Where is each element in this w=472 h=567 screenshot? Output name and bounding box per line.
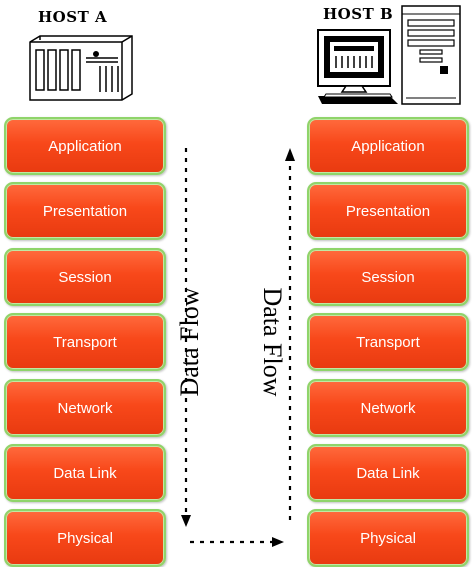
host-b-layer-data-link: Data Link (307, 444, 469, 502)
host-b-title: HOST B (323, 5, 394, 23)
host-b-layer-network: Network (307, 379, 469, 437)
desktop-computer-icon (317, 5, 461, 105)
host-a-layer-session: Session (4, 248, 166, 306)
host-a-layer-data-link: Data Link (4, 444, 166, 502)
host-a-layer-physical: Physical (4, 509, 166, 567)
data-flow-down-label: Data Flow (175, 287, 204, 397)
server-icon (29, 35, 133, 101)
host-a-title: HOST A (38, 8, 108, 26)
host-b-layer-session: Session (307, 248, 469, 306)
data-flow-up-arrow (285, 148, 295, 520)
host-b-layer-application: Application (307, 117, 469, 175)
host-b-layer-physical: Physical (307, 509, 469, 567)
data-flow-down-arrow (181, 148, 191, 527)
host-a-layer-transport: Transport (4, 313, 166, 371)
data-flow-up-label: Data Flow (258, 287, 287, 397)
host-b-layer-presentation: Presentation (307, 182, 469, 240)
host-b-layer-transport: Transport (307, 313, 469, 371)
data-flow-horizontal-arrow (190, 537, 284, 547)
host-a-layer-presentation: Presentation (4, 182, 166, 240)
host-a-layer-application: Application (4, 117, 166, 175)
host-a-layer-network: Network (4, 379, 166, 437)
